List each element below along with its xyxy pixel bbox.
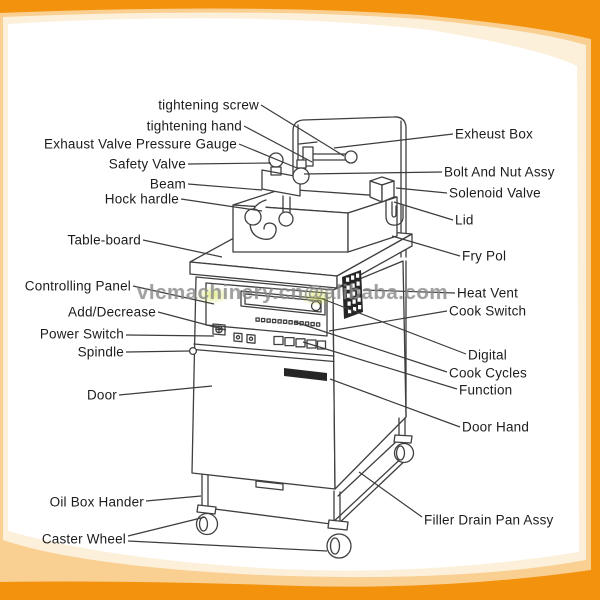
- leader-lines: [119, 105, 466, 551]
- leader-line-safety-valve: [188, 163, 271, 164]
- part-label-safety-valve: Safety Valve: [108, 156, 186, 172]
- leader-line-digital: [320, 298, 466, 354]
- part-label-fry-pol: Fry Pol: [462, 248, 507, 264]
- leader-line-lid: [394, 202, 453, 220]
- part-label-cook-switch: Cook Switch: [449, 303, 527, 319]
- leader-line-exhaust-valve-pressure-gauge: [239, 144, 297, 168]
- part-label-solenoid-valve: Solenoid Valve: [449, 185, 541, 201]
- cabinet-art: [190, 261, 406, 490]
- part-label-add-decrease: Add/Decrease: [68, 304, 156, 320]
- leader-line-heat-vent: [363, 290, 455, 293]
- part-label-door: Door: [86, 387, 117, 403]
- part-label-door-hand: Door Hand: [462, 419, 530, 435]
- part-label-hock-hardle: Hock hardle: [104, 191, 179, 207]
- part-label-spindle: Spindle: [77, 344, 124, 360]
- base-art: [197, 418, 414, 558]
- part-label-tightening-hand: tightening hand: [146, 118, 242, 134]
- leader-line-filler-drain-pan-assy: [359, 472, 422, 517]
- part-label-exheust-box: Exheust Box: [455, 126, 533, 142]
- leader-line-caster-wheel: [128, 517, 205, 536]
- leader-line-door: [119, 386, 212, 395]
- part-label-power-switch: Power Switch: [39, 326, 124, 342]
- leader-line-power-switch: [126, 335, 214, 336]
- leader-line-tightening-hand: [244, 126, 312, 162]
- leader-line-spindle: [126, 351, 189, 352]
- leader-line-caster-wheel: [128, 541, 327, 551]
- leader-line-oil-box-hander: [146, 496, 201, 501]
- leader-line-door-hand: [330, 379, 460, 427]
- part-label-bolt-and-nut-assy: Bolt And Nut Assy: [444, 164, 555, 180]
- leader-line-exheust-box: [334, 134, 453, 148]
- part-label-oil-box-hander: Oil Box Hander: [49, 494, 144, 510]
- part-label-exhaust-valve-pressure-gauge: Exhaust Valve Pressure Gauge: [44, 136, 237, 152]
- part-label-filler-drain-pan-assy: Filler Drain Pan Assy: [424, 512, 554, 528]
- valve-assembly-art: [245, 142, 357, 239]
- part-label-beam: Beam: [149, 176, 186, 192]
- leader-line-solenoid-valve: [396, 188, 447, 193]
- leader-line-function: [303, 342, 457, 389]
- leader-line-cook-cycles: [295, 322, 447, 372]
- part-label-lid: Lid: [455, 212, 474, 228]
- part-label-caster-wheel: Caster Wheel: [41, 531, 126, 547]
- leader-line-cook-switch: [329, 311, 447, 331]
- leader-line-add-decrease: [158, 312, 226, 330]
- leader-line-bolt-and-nut-assy: [304, 172, 442, 174]
- solenoid-valve-art: [370, 177, 403, 225]
- leader-line-beam: [188, 184, 262, 190]
- part-label-tightening-screw: tightening screw: [158, 97, 259, 113]
- leader-line-hock-hardle: [181, 199, 262, 211]
- leader-line-tightening-screw: [261, 105, 344, 156]
- part-label-controlling-panel: Controlling Panel: [24, 278, 131, 294]
- part-label-function: Function: [459, 382, 513, 398]
- part-label-cook-cycles: Cook Cycles: [449, 365, 527, 381]
- leader-line-fry-pol: [392, 236, 460, 256]
- leader-line-table-board: [143, 240, 222, 257]
- part-label-heat-vent: Heat Vent: [457, 285, 519, 301]
- part-label-digital: Digital: [468, 347, 507, 363]
- part-label-table-board: Table-board: [67, 232, 141, 248]
